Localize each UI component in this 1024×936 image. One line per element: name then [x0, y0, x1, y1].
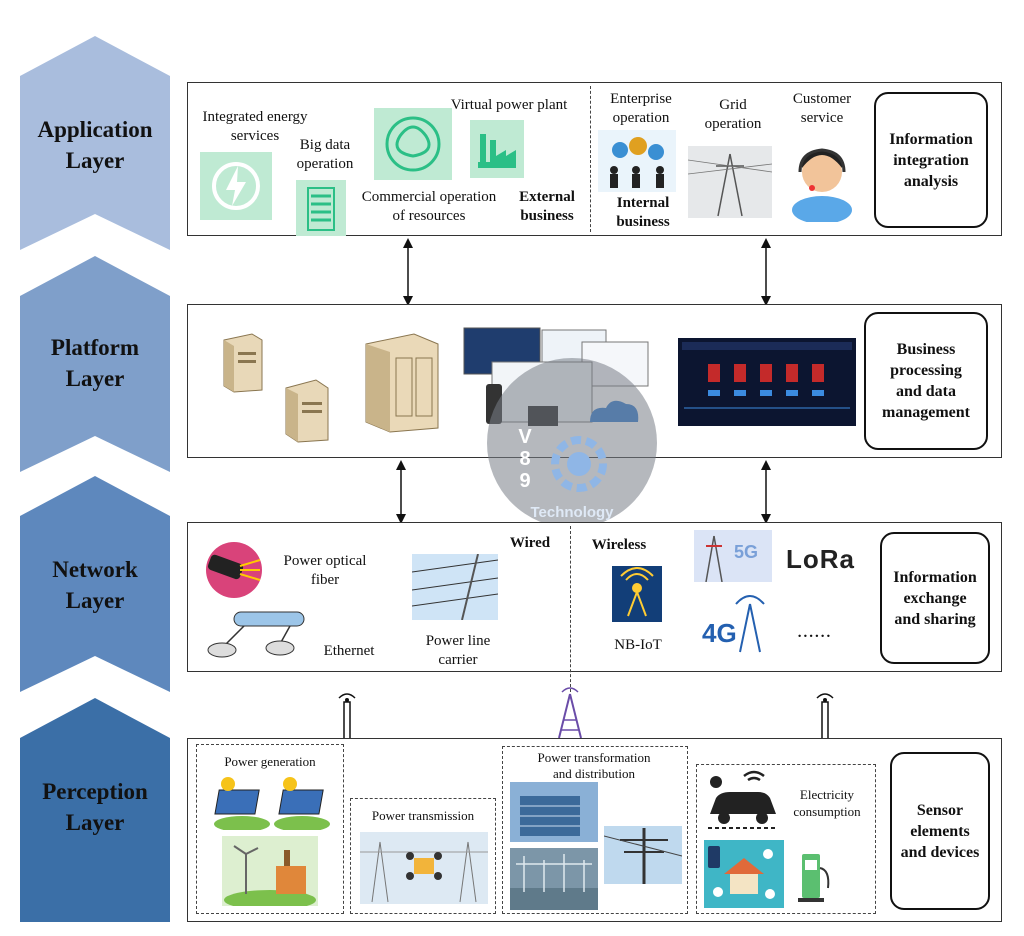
network-layer-arrow: Network Layer: [20, 476, 170, 692]
transmission-drone-image: [360, 832, 488, 904]
power-transmission-label: Power transmission: [371, 808, 475, 823]
recycle-cloud-icon: [374, 108, 452, 180]
application-layer-arrow: Application Layer: [20, 36, 170, 250]
nb-iot-icon: [612, 566, 662, 622]
nb-iot-label: NB-IoT: [614, 637, 662, 653]
four-g-label: 4G: [702, 618, 737, 648]
substation-building-image: [510, 782, 598, 842]
power-line-carrier-label: Power line carrier: [425, 633, 491, 668]
power-line-carrier-image: [412, 554, 498, 620]
perception-summary-box: Sensor elements and devices: [890, 752, 990, 910]
network-divider: [570, 526, 571, 692]
antenna-icon-left: [338, 693, 356, 741]
wired-label: Wired: [509, 535, 551, 551]
watermark-letters: V 8 9: [518, 426, 532, 492]
enterprise-team-icon: [598, 130, 676, 192]
charging-station-icon: [794, 848, 836, 904]
lora-logo: LoRa: [786, 544, 855, 574]
power-optical-fiber-label: Power optical fiber: [283, 553, 367, 588]
network-panel: [187, 522, 1002, 672]
app-platform-connector-left: [403, 238, 413, 306]
perception-layer-arrow: Perception Layer: [20, 698, 170, 922]
power-generation-group: [196, 744, 344, 914]
application-divider: [590, 86, 591, 232]
customer-service-label: Customer service: [792, 91, 852, 126]
technology-watermark: V 8 9 Technology: [487, 358, 657, 528]
ethernet-label: Ethernet: [323, 643, 375, 659]
four-g-tower-image: 4G: [694, 590, 772, 654]
enterprise-operation-label: Enterprise operation: [610, 91, 672, 126]
server-icon-small: [218, 330, 268, 394]
application-summary-box: Information integration analysis: [874, 92, 988, 228]
power-transmission-group: [350, 798, 496, 914]
app-platform-connector-right: [761, 238, 771, 306]
integrated-energy-label: Integrated energy services: [202, 109, 308, 144]
power-transformation-label: Power transformation and distribution: [537, 750, 651, 781]
smart-car-icon: [704, 768, 782, 832]
wireless-label: Wireless: [591, 537, 647, 553]
external-business-label: External business: [519, 189, 575, 224]
virtual-power-plant-label: Virtual power plant: [450, 97, 568, 113]
internal-business-label: Internal business: [616, 195, 670, 230]
power-transformation-group: [502, 746, 688, 914]
energy-service-icon: [200, 152, 272, 220]
platform-layer-label: Platform Layer: [50, 335, 140, 391]
server-icon-medium: [280, 376, 334, 444]
distribution-pole-image: [604, 826, 682, 884]
watermark-text: Technology: [530, 504, 614, 521]
server-rack-icon: [362, 330, 442, 434]
solar-panels-icon: [210, 774, 334, 830]
power-generation-label: Power generation: [224, 754, 316, 769]
big-data-server-icon: [296, 180, 346, 236]
electricity-consumption-group: [696, 764, 876, 914]
application-layer-label: Application Layer: [37, 117, 153, 173]
network-layer-label: Network Layer: [52, 557, 138, 613]
five-g-tower-image: 5G: [694, 530, 772, 582]
more-networks-ellipsis: ......: [797, 625, 833, 641]
big-data-label: Big data operation: [296, 137, 354, 172]
wind-turbines-factory-icon: [222, 836, 318, 906]
commercial-operation-label: Commercial operation of resources: [361, 189, 497, 224]
network-summary-box: Information exchange and sharing: [880, 532, 990, 664]
substation-yard-image: [510, 848, 598, 910]
electricity-consumption-label: Electricity consumption: [793, 787, 861, 819]
customer-service-agent-icon: [782, 132, 862, 222]
ethernet-icon: [204, 608, 308, 660]
grid-tower-image: [688, 146, 772, 218]
signal-tower-icon-center: [558, 687, 582, 739]
platform-network-connector-left: [396, 460, 406, 524]
perception-layer-label: Perception Layer: [42, 779, 148, 835]
monitoring-dashboard-image: [678, 338, 856, 426]
power-plant-icon: [470, 120, 524, 178]
platform-network-connector-right: [761, 460, 771, 524]
platform-layer-arrow: Platform Layer: [20, 256, 170, 472]
antenna-icon-right: [816, 693, 834, 741]
five-g-label: 5G: [734, 542, 759, 562]
smart-home-app-image: [704, 840, 784, 908]
watermark-gear-icon: [551, 436, 607, 492]
grid-operation-label: Grid operation: [704, 97, 762, 132]
platform-summary-box: Business processing and data management: [864, 312, 988, 450]
optical-fiber-icon: [204, 540, 264, 600]
